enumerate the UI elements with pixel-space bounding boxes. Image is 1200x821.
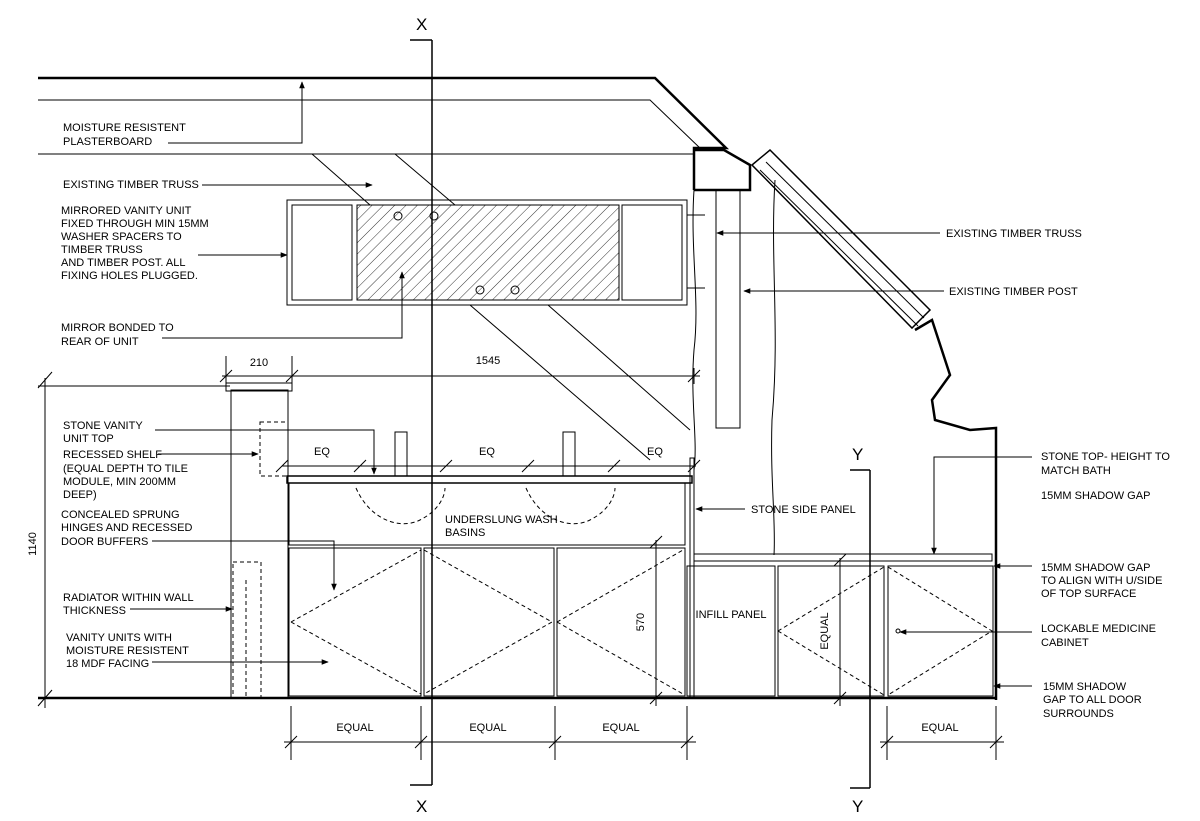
label-timber-truss-left: EXISTING TIMBER TRUSS xyxy=(63,179,199,191)
section-line-y xyxy=(850,469,871,789)
svg-text:MOISTURE RESISTENT: MOISTURE RESISTENT xyxy=(66,645,189,657)
svg-text:STONE VANITY: STONE VANITY xyxy=(63,420,143,432)
label-medicine-cabinet: LOCKABLE MEDICINE CABINET xyxy=(1041,623,1156,649)
svg-text:HINGES AND RECESSED: HINGES AND RECESSED xyxy=(61,522,192,534)
label-mirror: MIRROR BONDED TO REAR OF UNIT xyxy=(61,322,174,348)
section-mark-x-bottom: X xyxy=(416,797,427,816)
svg-text:OF TOP SURFACE: OF TOP SURFACE xyxy=(1041,588,1136,600)
dimension-lines xyxy=(37,356,1004,760)
label-radiator: RADIATOR WITHIN WALL THICKNESS xyxy=(63,592,194,617)
svg-text:REAR OF UNIT: REAR OF UNIT xyxy=(61,336,139,348)
svg-text:15MM SHADOW GAP: 15MM SHADOW GAP xyxy=(1041,562,1150,574)
leader-lines xyxy=(130,81,1032,689)
svg-text:GAP TO ALL DOOR: GAP TO ALL DOOR xyxy=(1043,694,1142,706)
svg-text:DOOR BUFFERS: DOOR BUFFERS xyxy=(61,536,148,548)
svg-text:MIRROR BONDED TO: MIRROR BONDED TO xyxy=(61,322,174,334)
label-hinges: CONCEALED SPRUNG HINGES AND RECESSED DOO… xyxy=(61,509,192,548)
label-plasterboard: MOISTURE RESISTENT PLASTERBOARD xyxy=(63,122,186,148)
label-infill-panel: INFILL PANEL xyxy=(696,609,767,621)
dim-equal-1: EQUAL xyxy=(336,722,373,734)
svg-text:DEEP): DEEP) xyxy=(63,489,97,501)
dim-1140: 1140 xyxy=(27,532,39,556)
dim-210: 210 xyxy=(250,357,268,369)
svg-text:WASHER SPACERS TO: WASHER SPACERS TO xyxy=(61,231,182,243)
svg-text:SURROUNDS: SURROUNDS xyxy=(1043,708,1114,720)
svg-text:FIXED THROUGH MIN 15MM: FIXED THROUGH MIN 15MM xyxy=(61,218,209,230)
svg-text:TO ALIGN WITH U/SIDE: TO ALIGN WITH U/SIDE xyxy=(1041,575,1162,587)
section-mark-y-top: Y xyxy=(852,445,863,464)
roof-window xyxy=(750,148,998,700)
svg-text:EXISTING TIMBER TRUSS: EXISTING TIMBER TRUSS xyxy=(63,179,199,191)
svg-text:UNDERSLUNG WASH: UNDERSLUNG WASH xyxy=(445,514,558,526)
dim-equal-3: EQUAL xyxy=(602,722,639,734)
svg-text:MOISTURE RESISTENT: MOISTURE RESISTENT xyxy=(63,122,186,134)
label-timber-truss-right: EXISTING TIMBER TRUSS xyxy=(946,228,1082,240)
svg-text:EXISTING TIMBER POST: EXISTING TIMBER POST xyxy=(949,286,1078,298)
label-shadow-gap-doors: 15MM SHADOW GAP TO ALL DOOR SURROUNDS xyxy=(1043,681,1142,720)
label-recessed-shelf: RECESSED SHELF (EQUAL DEPTH TO TILE MODU… xyxy=(63,449,188,501)
dim-equal-vertical: EQUAL xyxy=(819,612,831,649)
label-stone-top-bath: STONE TOP- HEIGHT TO MATCH BATH xyxy=(1041,451,1170,477)
svg-text:INFILL PANEL: INFILL PANEL xyxy=(696,609,767,621)
svg-text:MODULE, MIN 200MM: MODULE, MIN 200MM xyxy=(63,476,176,488)
svg-text:VANITY UNITS WITH: VANITY UNITS WITH xyxy=(66,632,172,644)
svg-text:AND TIMBER POST. ALL: AND TIMBER POST. ALL xyxy=(61,257,186,269)
svg-text:MATCH BATH: MATCH BATH xyxy=(1041,465,1111,477)
label-vanity-unit: MIRRORED VANITY UNIT FIXED THROUGH MIN 1… xyxy=(61,205,209,282)
svg-text:RADIATOR WITHIN WALL: RADIATOR WITHIN WALL xyxy=(63,592,194,604)
dim-570: 570 xyxy=(635,613,647,631)
svg-text:RECESSED SHELF: RECESSED SHELF xyxy=(63,449,162,461)
ceiling-outline xyxy=(38,76,752,461)
label-basins: UNDERSLUNG WASH BASINS xyxy=(445,514,558,539)
svg-text:FIXING HOLES PLUGGED.: FIXING HOLES PLUGGED. xyxy=(61,270,198,282)
label-stone-top: STONE VANITY UNIT TOP xyxy=(63,420,143,445)
section-mark-x-top: X xyxy=(416,15,427,34)
timber-post xyxy=(692,179,776,556)
svg-text:STONE SIDE PANEL: STONE SIDE PANEL xyxy=(751,504,856,516)
svg-text:STONE TOP- HEIGHT TO: STONE TOP- HEIGHT TO xyxy=(1041,451,1170,463)
svg-text:UNIT TOP: UNIT TOP xyxy=(63,433,114,445)
dim-equal-4: EQUAL xyxy=(921,722,958,734)
svg-text:TIMBER TRUSS: TIMBER TRUSS xyxy=(61,244,143,256)
dim-1545: 1545 xyxy=(476,355,500,367)
svg-text:18 MDF FACING: 18 MDF FACING xyxy=(66,658,149,670)
section-mark-y-bottom: Y xyxy=(852,797,863,816)
label-mdf-facing: VANITY UNITS WITH MOISTURE RESISTENT 18 … xyxy=(66,632,189,670)
section-line-x xyxy=(410,39,433,786)
svg-text:THICKNESS: THICKNESS xyxy=(63,605,126,617)
label-stone-side-panel: STONE SIDE PANEL xyxy=(751,504,856,516)
dim-eq-2: EQ xyxy=(479,446,495,458)
svg-text:(EQUAL DEPTH TO TILE: (EQUAL DEPTH TO TILE xyxy=(63,463,188,475)
dim-eq-1: EQ xyxy=(314,446,330,458)
svg-text:BASINS: BASINS xyxy=(445,527,485,539)
svg-text:PLASTERBOARD: PLASTERBOARD xyxy=(63,136,152,148)
svg-text:LOCKABLE MEDICINE: LOCKABLE MEDICINE xyxy=(1041,623,1156,635)
svg-text:EXISTING TIMBER TRUSS: EXISTING TIMBER TRUSS xyxy=(946,228,1082,240)
svg-text:15MM SHADOW GAP: 15MM SHADOW GAP xyxy=(1041,490,1150,502)
svg-text:CABINET: CABINET xyxy=(1041,637,1089,649)
vanity-counter xyxy=(286,431,693,546)
label-shadow-gap-top: 15MM SHADOW GAP xyxy=(1041,490,1150,502)
right-cabinets xyxy=(686,457,994,699)
svg-text:CONCEALED SPRUNG: CONCEALED SPRUNG xyxy=(61,509,180,521)
dim-eq-3: EQ xyxy=(647,446,663,458)
svg-text:MIRRORED VANITY UNIT: MIRRORED VANITY UNIT xyxy=(61,205,192,217)
dim-equal-2: EQUAL xyxy=(469,722,506,734)
label-timber-post: EXISTING TIMBER POST xyxy=(949,286,1078,298)
vanity-doors xyxy=(288,547,686,697)
label-shadow-gap-align: 15MM SHADOW GAP TO ALIGN WITH U/SIDE OF … xyxy=(1041,562,1162,600)
mirrored-vanity-unit xyxy=(286,199,705,306)
svg-text:15MM SHADOW: 15MM SHADOW xyxy=(1043,681,1127,693)
